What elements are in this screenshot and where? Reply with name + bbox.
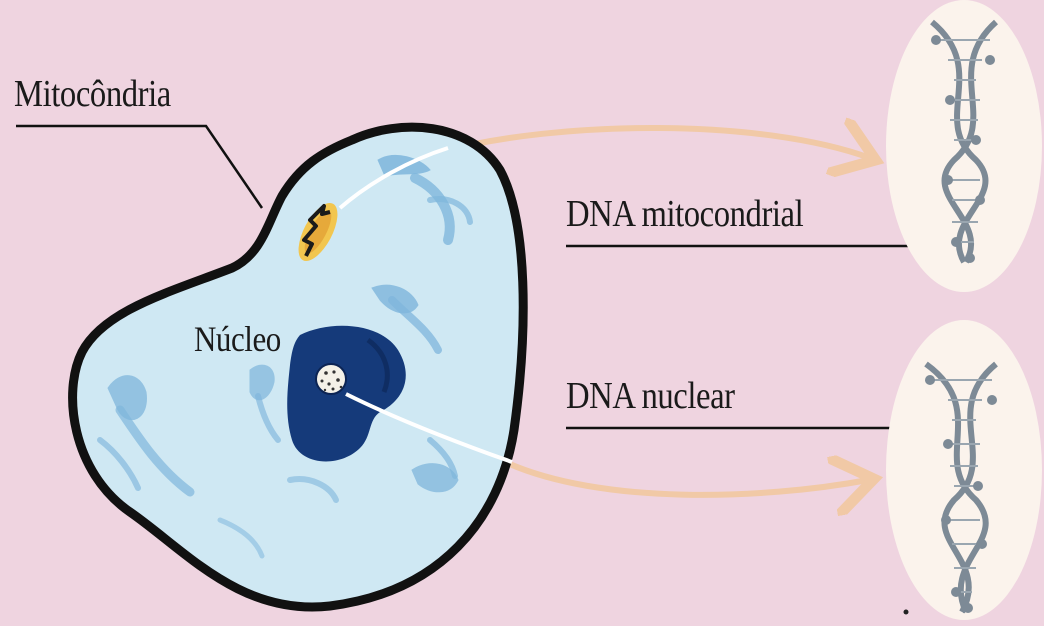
leader-mitochondria (16, 126, 262, 208)
nucleolus (316, 364, 346, 394)
nuclear-dna-helix (886, 320, 1042, 620)
label-mitochondria: Mitocôndria (14, 72, 171, 116)
ink-dot (904, 610, 909, 615)
label-nuclear-dna: DNA nuclear (566, 374, 735, 418)
label-mitochondrial-dna: DNA mitocondrial (566, 192, 803, 236)
arrow-to-mitochondrial-dna (440, 128, 870, 158)
arrow-to-nuclear-dna (505, 462, 868, 495)
label-nucleus: Núcleo (194, 318, 281, 360)
mitochondrial-dna-helix (886, 0, 1042, 292)
